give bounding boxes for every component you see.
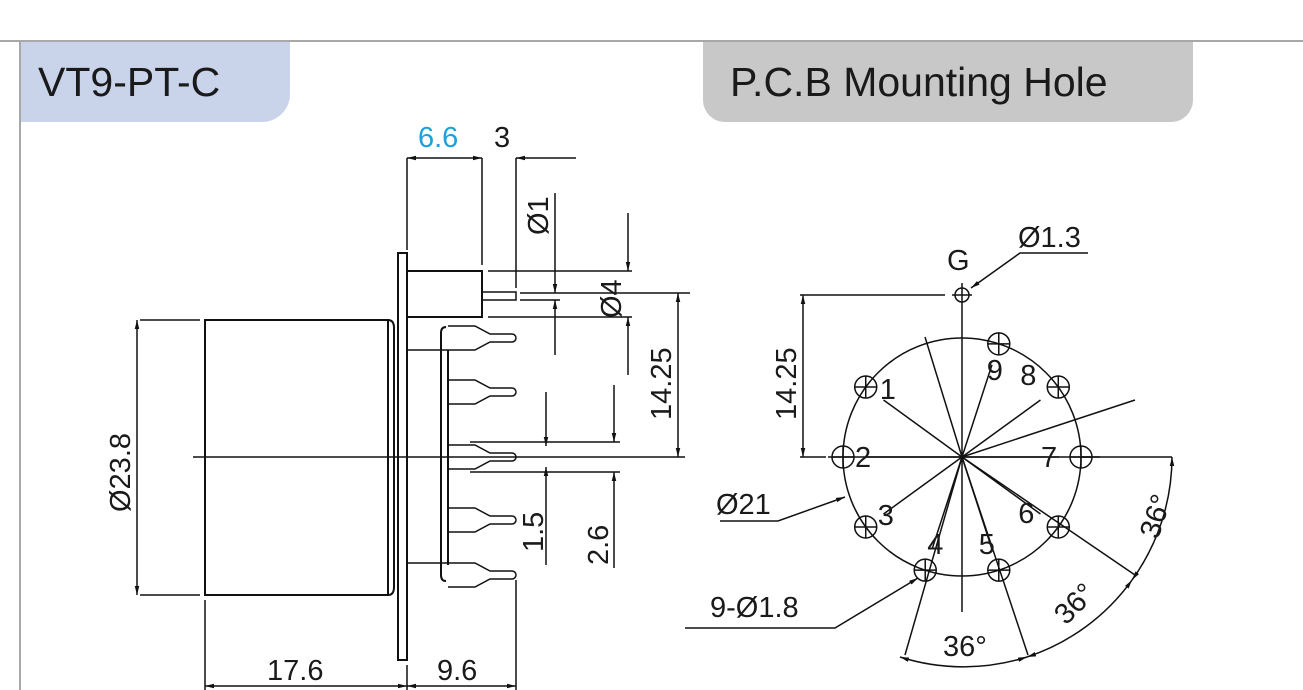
body: [204, 319, 389, 596]
leader-line: [685, 577, 919, 629]
mounting-plate: [397, 252, 408, 661]
radial-line: [883, 456, 963, 515]
leader-line: [720, 496, 846, 522]
radial-line: [883, 399, 963, 458]
hole-label: 4: [927, 529, 943, 561]
reference-line: [924, 336, 963, 458]
terminal-frame: [440, 326, 447, 582]
top-border: [0, 40, 1303, 42]
side-view: 6.6 3 Ø1 Ø4 14.25 1.5 2.6 Ø23.8 17.6 9.6: [105, 122, 690, 690]
hole-label: 3: [878, 500, 894, 532]
hole-label: 7: [1041, 442, 1057, 474]
hole-label: 8: [1020, 360, 1036, 392]
hole-label: 9: [987, 355, 1003, 387]
angle-arc: [899, 656, 1028, 668]
dim-shaft-height: 14.25: [646, 347, 678, 420]
angle-label: 36°: [1134, 491, 1178, 543]
angle-arc: [1026, 579, 1133, 658]
angle-label: 36°: [943, 631, 987, 663]
pcb-view: 1 23 4 567 89 G Ø1.3 14.25 Ø21 9-Ø1.8 36° 36…: [685, 222, 1178, 668]
holes: 1 23 4 567 89: [831, 332, 1093, 582]
leader-line: [970, 252, 1088, 289]
pcb-view-title: P.C.B Mounting Hole: [703, 42, 1193, 122]
dim-terminal-width: 1.5: [518, 512, 550, 552]
reference-line: [904, 456, 963, 656]
terminal-pin: [448, 562, 517, 588]
dim-shaft-dia: Ø4: [596, 279, 628, 318]
reference-line: [961, 456, 1029, 656]
pitch-circle-dia: Ø21: [716, 489, 771, 521]
dim-pin-offset: 3: [494, 122, 510, 154]
dim-terminal-length: 9.6: [437, 655, 477, 687]
hole-label: 1: [880, 374, 896, 406]
ground-label: G: [947, 245, 970, 277]
terminal-pin: [448, 379, 517, 405]
angle-arc: [1131, 456, 1175, 581]
shaft-pin: [481, 291, 517, 301]
ground-hole-dia: Ø1.3: [1018, 222, 1081, 254]
hole-label: 2: [855, 442, 871, 474]
dim-pin-dia: Ø1: [523, 196, 555, 235]
radial-line: [961, 399, 1041, 458]
hole-label: 6: [1018, 498, 1034, 530]
dim-terminal-pitch: 2.6: [583, 525, 615, 565]
side-view-title-text: VT9-PT-C: [38, 58, 221, 105]
reference-line: [961, 399, 1136, 458]
terminal-pin: [448, 325, 517, 351]
terminal-pin: [448, 507, 517, 533]
dim-body-dia: Ø23.8: [105, 433, 137, 512]
dim-body-length: 17.6: [267, 655, 323, 687]
angle-label: 36°: [1048, 577, 1102, 631]
holes-spec: 9-Ø1.8: [710, 592, 799, 624]
left-border: [19, 40, 21, 690]
body-lip: [387, 319, 395, 596]
dim-ground-offset: 14.25: [771, 347, 803, 420]
side-view-title: VT9-PT-C: [21, 42, 290, 122]
terminal-pins: [448, 325, 517, 588]
shaft: [406, 270, 483, 318]
terminal-pin: [448, 444, 517, 470]
dim-shaft-length: 6.6: [418, 122, 458, 154]
pcb-view-title-text: P.C.B Mounting Hole: [730, 58, 1108, 105]
radial-line: [961, 364, 993, 458]
radial-lines: [865, 336, 1136, 656]
reference-line: [961, 456, 1136, 576]
hole-label: 5: [979, 529, 995, 561]
